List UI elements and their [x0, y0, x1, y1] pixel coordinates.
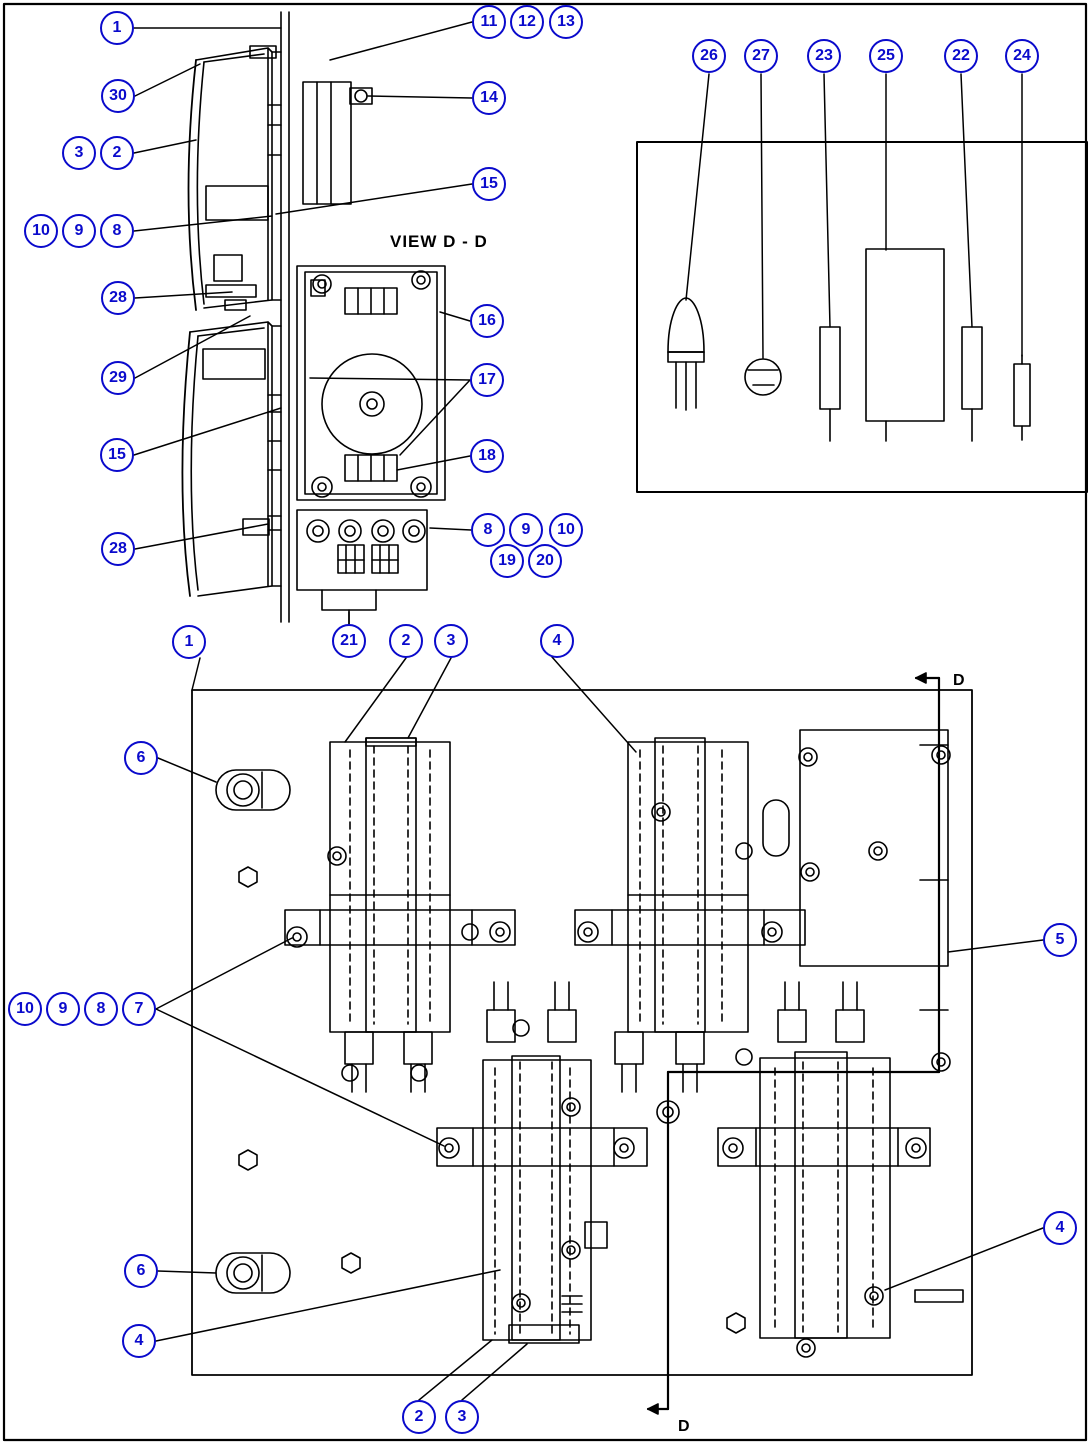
callout-8[interactable]: 8 [100, 214, 134, 248]
callout-9[interactable]: 9 [509, 513, 543, 547]
callout-24[interactable]: 24 [1005, 39, 1039, 73]
callout-12[interactable]: 12 [510, 5, 544, 39]
callout-1[interactable]: 1 [100, 11, 134, 45]
callout-4[interactable]: 4 [1043, 1211, 1077, 1245]
callout-6[interactable]: 6 [124, 741, 158, 775]
callout-2[interactable]: 2 [402, 1400, 436, 1434]
callout-5[interactable]: 5 [1043, 923, 1077, 957]
callout-2[interactable]: 2 [100, 136, 134, 170]
callout-27[interactable]: 27 [744, 39, 778, 73]
callout-9[interactable]: 9 [62, 214, 96, 248]
callout-15[interactable]: 15 [100, 438, 134, 472]
callout-10[interactable]: 10 [549, 513, 583, 547]
section-letter-d-bottom: D [678, 1418, 690, 1435]
callout-4[interactable]: 4 [540, 624, 574, 658]
callout-23[interactable]: 23 [807, 39, 841, 73]
callout-3[interactable]: 3 [445, 1400, 479, 1434]
callout-18[interactable]: 18 [470, 439, 504, 473]
callout-17[interactable]: 17 [470, 363, 504, 397]
callout-8[interactable]: 8 [84, 992, 118, 1026]
callout-19[interactable]: 19 [490, 544, 524, 578]
callout-14[interactable]: 14 [472, 81, 506, 115]
callout-3[interactable]: 3 [62, 136, 96, 170]
callout-30[interactable]: 30 [101, 79, 135, 113]
view-detail-label: VIEW D - D [390, 232, 488, 251]
callout-8[interactable]: 8 [471, 513, 505, 547]
callout-11[interactable]: 11 [472, 5, 506, 39]
callout-25[interactable]: 25 [869, 39, 903, 73]
callout-2[interactable]: 2 [389, 624, 423, 658]
callout-10[interactable]: 10 [8, 992, 42, 1026]
callout-29[interactable]: 29 [101, 361, 135, 395]
callout-7[interactable]: 7 [122, 992, 156, 1026]
callout-15[interactable]: 15 [472, 167, 506, 201]
callout-9[interactable]: 9 [46, 992, 80, 1026]
callout-3[interactable]: 3 [434, 624, 468, 658]
section-letter-d-top: D [953, 672, 965, 689]
callout-28[interactable]: 28 [101, 281, 135, 315]
callout-10[interactable]: 10 [24, 214, 58, 248]
callout-20[interactable]: 20 [528, 544, 562, 578]
callout-16[interactable]: 16 [470, 304, 504, 338]
callout-26[interactable]: 26 [692, 39, 726, 73]
callout-28[interactable]: 28 [101, 532, 135, 566]
callout-22[interactable]: 22 [944, 39, 978, 73]
callout-1[interactable]: 1 [172, 625, 206, 659]
callout-21[interactable]: 21 [332, 624, 366, 658]
callout-13[interactable]: 13 [549, 5, 583, 39]
callout-6[interactable]: 6 [124, 1254, 158, 1288]
callout-4[interactable]: 4 [122, 1324, 156, 1358]
